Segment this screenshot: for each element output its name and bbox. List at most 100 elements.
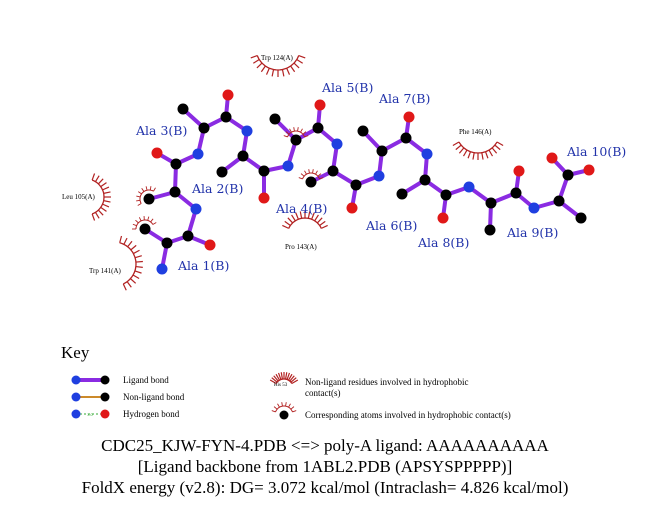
- oxygen-atom: [437, 212, 449, 224]
- atom-contact-arc: [132, 216, 157, 230]
- hydrophobic-spike: [284, 220, 291, 226]
- residue-label-ala9: Ala 9(B): [506, 225, 558, 240]
- hydrophobic-spike: [122, 283, 127, 291]
- residue-label-ala7: Ala 7(B): [378, 91, 430, 106]
- hydrophobic-spike: [455, 144, 462, 151]
- hydrophobic-spike: [260, 65, 266, 73]
- hydrophobic-contacts: [91, 54, 504, 291]
- hydrophobic-spike: [285, 131, 290, 135]
- hydrophobic-spike: [97, 178, 104, 185]
- hydrophobic-arc-trp141: [119, 235, 143, 291]
- nitrogen-atom: [463, 181, 475, 193]
- hydrophobic-spike: [137, 203, 142, 206]
- hydrophobic-spike: [277, 403, 280, 408]
- hydrophobic-arc-curve: [135, 219, 154, 229]
- key-ligand-bond-label: Ligand bond: [123, 375, 169, 385]
- hydrophobic-spike: [488, 149, 494, 157]
- hydrophobic-spike: [308, 169, 310, 174]
- hydrophobic-spike: [304, 135, 309, 138]
- hydrophobic-spike: [281, 402, 283, 407]
- hydrophobic-spike: [467, 151, 472, 159]
- key-non-ligand-bond-sample: [71, 392, 110, 402]
- oxygen-atom: [222, 89, 234, 101]
- carbon-atom: [269, 113, 281, 125]
- hydrophobic-spike: [286, 67, 291, 75]
- hydrophobic-spike: [103, 200, 111, 203]
- hydrophobic-spike: [250, 54, 258, 59]
- hydrophobic-spike: [481, 152, 484, 160]
- hydrophobic-spike: [275, 373, 281, 381]
- hydrophobic-spike: [286, 372, 291, 380]
- hydrophobic-spike: [300, 173, 305, 177]
- hydrophobic-spike: [292, 410, 297, 413]
- hydrophobic-spike: [298, 54, 306, 59]
- oxygen-atom: [151, 147, 163, 159]
- carbon-atom: [376, 145, 388, 157]
- key-carbon-atom: [100, 375, 110, 385]
- key-his-label: His 53: [274, 383, 288, 388]
- hydrophobic-spike: [269, 379, 277, 385]
- atom-contact-arc: [298, 169, 324, 180]
- hydrophobic-spike: [300, 128, 303, 133]
- hydrophobic-label-trp141: Trp 141(A): [89, 267, 121, 275]
- key-hbond-sample: 3.0: [71, 409, 110, 419]
- hydrophobic-label-trp124: Trp 124(A): [261, 54, 293, 62]
- hydrophobic-spike: [136, 195, 141, 198]
- key-oxygen-atom: [100, 409, 110, 419]
- carbon-atom: [139, 223, 151, 235]
- nitrogen-atom: [373, 170, 385, 182]
- hydrophobic-spike: [152, 222, 157, 225]
- residue-label-ala5: Ala 5(B): [321, 80, 373, 95]
- carbon-atom: [553, 195, 565, 207]
- hydrophobic-spike: [298, 177, 303, 180]
- carbon-atom: [312, 122, 324, 134]
- carbon-atom: [290, 134, 302, 146]
- hydrophobic-spike: [135, 260, 143, 263]
- carbon-atom: [562, 169, 574, 181]
- carbon-atom: [419, 174, 431, 186]
- hydrophobic-spike: [494, 144, 501, 151]
- hydrophobic-spike: [123, 237, 128, 245]
- hydrophobic-spike: [277, 372, 282, 380]
- hydrophobic-spike: [304, 170, 307, 175]
- hydrophobic-spike: [271, 410, 276, 413]
- carbon-atom: [182, 230, 194, 242]
- key-nitrogen-atom: [71, 409, 81, 419]
- key-hydrophobic-residue-arc: [269, 372, 299, 385]
- oxygen-atom: [314, 99, 326, 111]
- hydrophobic-spike: [280, 372, 284, 380]
- nitrogen-atom: [156, 263, 168, 275]
- hydrophobic-spike: [130, 278, 137, 284]
- carbon-atom: [216, 166, 228, 178]
- hydrophobic-spike: [287, 373, 293, 381]
- hydrophobic-arc-leu105: [91, 173, 111, 221]
- hydrophobic-spike: [135, 265, 143, 268]
- residue-label-ala3: Ala 3(B): [135, 123, 187, 138]
- nitrogen-atom: [331, 138, 343, 150]
- residue-label-ala10: Ala 10(B): [566, 144, 626, 159]
- hydrophobic-spike: [458, 147, 465, 154]
- residue-label-ala4: Ala 4(B): [275, 201, 327, 216]
- hydrophobic-spike: [150, 218, 154, 223]
- hydrophobic-spike: [296, 59, 303, 64]
- hydrophobic-spike: [138, 191, 142, 195]
- hydrophobic-spike: [284, 372, 288, 380]
- hydrophobic-spike: [291, 379, 299, 385]
- hydrophobic-spike: [281, 69, 285, 77]
- hydrophobic-spike: [91, 173, 96, 181]
- ligand-atoms: [139, 89, 595, 275]
- hydrophobic-spike: [314, 214, 319, 222]
- oxygen-atom: [546, 152, 558, 164]
- carbon-atom: [237, 150, 249, 162]
- key-hydrophobic-label-2: contact(s): [305, 388, 340, 398]
- hydrophobic-spike: [491, 147, 498, 154]
- hydrophobic-spike: [484, 151, 489, 159]
- hydrophobic-spike: [136, 199, 141, 202]
- nitrogen-atom: [192, 148, 204, 160]
- hydrophobic-spike: [265, 67, 270, 75]
- hydrophobic-spike: [145, 186, 148, 191]
- hydrophobic-spike: [319, 220, 326, 226]
- hydrophobic-spike: [299, 211, 303, 219]
- nitrogen-atom: [421, 148, 433, 160]
- nitrogen-atom: [528, 202, 540, 214]
